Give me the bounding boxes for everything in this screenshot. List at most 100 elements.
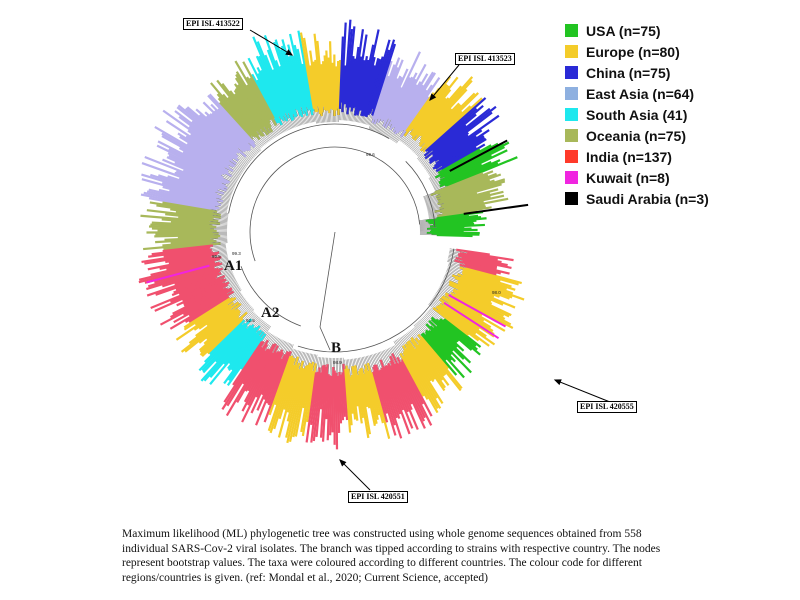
leaf-branch — [292, 349, 295, 356]
taxon-leaf — [184, 308, 240, 353]
taxon-leaf — [228, 325, 261, 365]
leaf-branch — [408, 331, 419, 345]
taxon-leaf — [221, 346, 263, 410]
taxon-leaf — [216, 93, 255, 138]
leaf-branch — [222, 201, 229, 204]
leaf-branch — [434, 294, 450, 304]
leaf-branch — [357, 110, 361, 123]
leaf-branch — [432, 183, 440, 187]
taxon-leaf — [372, 371, 389, 423]
leaf-branch — [256, 319, 263, 328]
taxon-leaf — [439, 172, 497, 196]
taxon-leaf — [444, 317, 482, 348]
taxon-leaf — [140, 214, 210, 223]
leaf-branch — [233, 166, 243, 173]
leaf-branch — [397, 339, 405, 351]
taxon-leaf — [274, 39, 299, 111]
leaf-branch — [425, 163, 437, 171]
taxon-leaf — [172, 287, 224, 315]
taxon-leaf — [423, 92, 476, 144]
taxon-leaf — [349, 376, 357, 420]
leaf-branch — [438, 287, 453, 296]
callout-arrow — [554, 379, 611, 403]
taxon-leaf — [437, 148, 481, 175]
leaf-branch — [434, 295, 440, 300]
leaf-branch — [359, 357, 362, 368]
leaf-branch — [445, 272, 453, 276]
taxon-leaf — [430, 170, 494, 197]
taxon-leaf — [325, 50, 331, 114]
taxon-leaf — [193, 301, 235, 331]
taxon-leaf — [357, 370, 372, 435]
leaf-branch — [221, 196, 230, 200]
taxon-leaf — [154, 233, 214, 238]
legend-swatch — [565, 66, 578, 79]
leaf-branch — [391, 346, 398, 358]
taxon-leaf — [360, 56, 376, 117]
taxon-leaf — [450, 291, 512, 326]
leaf-branch — [312, 111, 316, 122]
taxon-leaf — [435, 173, 502, 199]
leaf-branch — [229, 291, 241, 299]
leaf-branch — [415, 323, 426, 335]
callout-label: EPI ISL 413522 — [183, 18, 243, 30]
leaf-branch — [209, 221, 228, 224]
taxon-leaf — [331, 62, 335, 111]
taxon-leaf — [437, 308, 480, 342]
leaf-branch — [426, 203, 445, 209]
leaf-branch — [357, 357, 361, 369]
leaf-branch — [228, 165, 242, 174]
leaf-branch — [351, 358, 353, 367]
leaf-branch — [413, 145, 420, 153]
leaf-branch — [232, 170, 241, 176]
leaf-branch — [246, 314, 258, 326]
taxon-leaf — [432, 135, 485, 170]
taxon-leaf — [161, 218, 221, 225]
taxon-leaf — [198, 305, 232, 330]
leaf-branch — [428, 310, 440, 321]
leaf-branch — [217, 194, 231, 199]
leaf-branch — [222, 261, 230, 264]
legend-item: Europe (n=80) — [565, 41, 709, 62]
taxon-leaf — [233, 93, 262, 130]
taxon-leaf — [435, 146, 477, 173]
leaf-branch — [423, 194, 431, 199]
leaf-branch — [433, 186, 440, 190]
leaf-branch — [242, 309, 255, 321]
leaf-branch — [245, 313, 256, 324]
taxon-leaf — [188, 292, 228, 317]
leaf-branch — [428, 211, 435, 214]
leaf-branch — [355, 115, 358, 123]
taxon-leaf — [310, 371, 319, 426]
taxon-leaf — [409, 75, 452, 132]
leaf-branch — [234, 300, 247, 311]
leaf-branch — [220, 197, 230, 201]
leaf-branch — [393, 131, 401, 142]
leaf-branch — [358, 110, 362, 123]
leaf-branch — [422, 316, 434, 328]
taxon-leaf — [205, 310, 242, 341]
leaf-branch — [270, 119, 280, 135]
leaf-branch — [240, 303, 250, 312]
leaf-branch — [239, 304, 251, 314]
taxon-leaf — [338, 371, 343, 424]
callout-arrowhead — [553, 379, 562, 386]
callout-arrows — [249, 29, 611, 491]
taxon-leaf — [256, 79, 281, 124]
leaf-branch — [222, 177, 237, 185]
taxon-leaf — [204, 111, 248, 152]
leaf-branch — [218, 264, 231, 269]
leaf-branch — [243, 151, 253, 160]
taxon-leaf — [425, 329, 456, 363]
leaf-branch — [322, 357, 324, 366]
taxon-leaf — [461, 270, 512, 288]
taxon-leaf — [389, 76, 414, 121]
taxon-leaf — [217, 97, 253, 137]
leaf-branch — [229, 182, 236, 186]
leaf-branch — [448, 265, 464, 271]
leaf-branch — [382, 119, 392, 136]
taxon-leaf — [441, 138, 487, 168]
leaf-branch — [405, 135, 413, 146]
legend-label: Kuwait (n=8) — [586, 169, 670, 186]
taxon-leaf — [394, 71, 434, 135]
